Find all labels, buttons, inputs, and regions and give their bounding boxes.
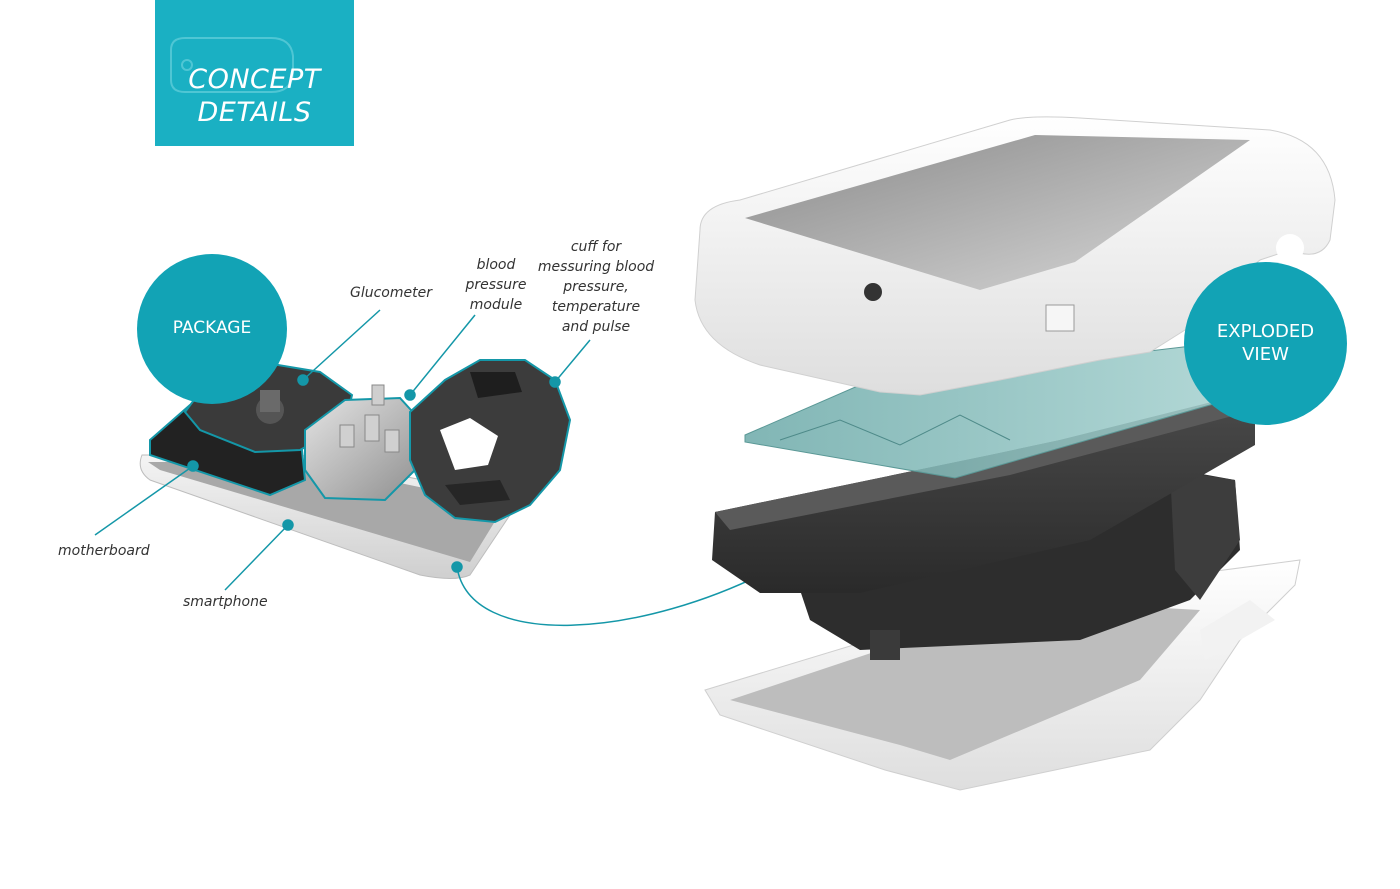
exploded-assembly [694, 116, 1336, 791]
package-badge: PACKAGE [137, 254, 287, 404]
callout-glucometer: Glucometer [350, 285, 432, 301]
title-line-1: CONCEPT [188, 64, 321, 95]
exploded-view-label-line-2: VIEW [1242, 343, 1289, 365]
device-outline-watermark [170, 37, 294, 93]
callout-bp-line-1: blood [476, 257, 516, 273]
callout-cuff-line-2: messuring blood [537, 259, 655, 275]
callout-bp-line-3: module [469, 297, 523, 313]
callout-cuff-line-5: and pulse [561, 319, 631, 335]
package-assembly [139, 359, 572, 579]
callout-motherboard: motherboard [58, 543, 150, 559]
callout-cuff-line-1: cuff for [570, 239, 622, 255]
top-shell-window [745, 135, 1250, 290]
title-line-2: DETAILS [197, 97, 312, 128]
exploded-view-badge: EXPLODED VIEW [1184, 262, 1347, 425]
concept-details-title-block: CONCEPT DETAILS [155, 0, 354, 146]
callout-cuff-line-3: pressure, [563, 279, 629, 295]
callout-smartphone: smartphone [183, 594, 268, 610]
callout-cuff: cuff for messuring blood pressure, tempe… [536, 237, 656, 337]
exploded-view-label-line-1: EXPLODED [1216, 321, 1315, 342]
callout-blood-pressure-module: blood pressure module [462, 255, 530, 315]
callout-cuff-line-4: temperature [551, 299, 641, 315]
package-badge-label: PACKAGE [172, 318, 252, 339]
callout-bp-line-2: pressure [465, 277, 527, 293]
